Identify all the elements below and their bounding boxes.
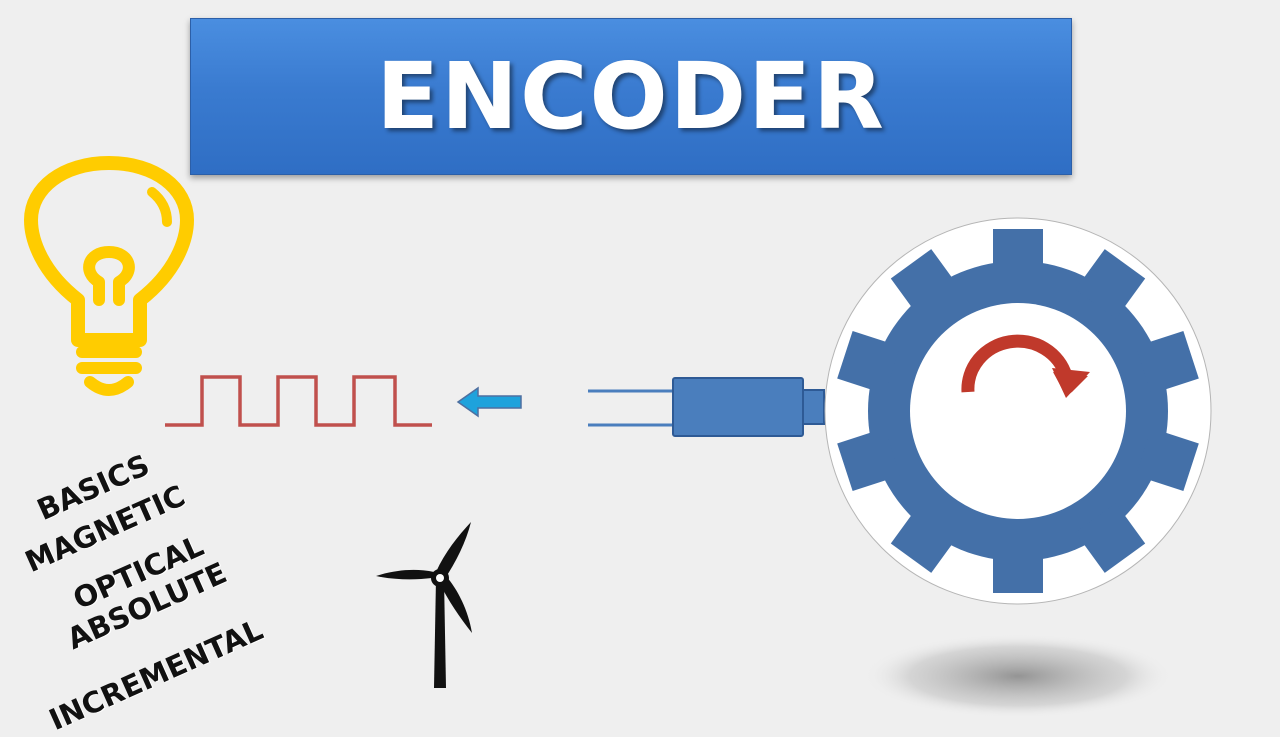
encoder-diagram xyxy=(24,156,1212,718)
rotation-arrow-icon xyxy=(961,334,1090,398)
title-banner: ENCODER xyxy=(190,18,1072,175)
sensor-icon xyxy=(588,377,825,437)
left-arrow-icon xyxy=(456,386,522,418)
wind-turbine-icon xyxy=(376,522,472,688)
pulse-signal xyxy=(165,375,432,427)
page-title: ENCODER xyxy=(376,43,886,150)
gear-icon xyxy=(824,217,1212,605)
lightbulb-icon xyxy=(24,156,194,396)
gear-shadow xyxy=(863,634,1173,718)
